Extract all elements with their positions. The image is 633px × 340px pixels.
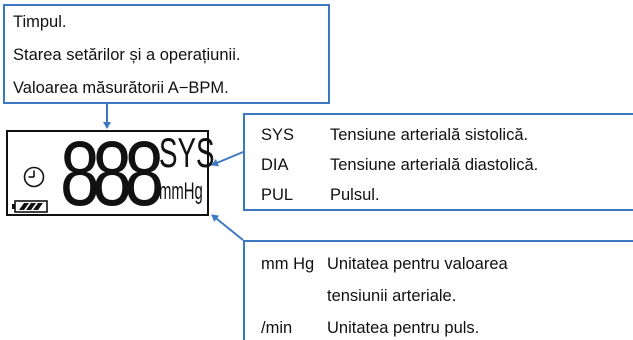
unit-description: Unitatea pentru puls. bbox=[327, 319, 480, 337]
sys-indicator: SYS bbox=[159, 129, 215, 176]
arrow-to-mmhg bbox=[211, 214, 244, 241]
callout-line-time: Timpul. bbox=[13, 13, 67, 31]
unit-description: tensiunii arteriale. bbox=[327, 287, 457, 305]
code-description: Pulsul. bbox=[330, 186, 380, 204]
callout-line-value: Valoarea măsurătorii A−BPM. bbox=[13, 79, 229, 97]
unit-label: mm Hg bbox=[261, 255, 315, 273]
reading-digits: 888 bbox=[60, 123, 164, 225]
arrow-to-sys bbox=[211, 151, 244, 167]
lcd-display: 888 SYS mmHg bbox=[6, 128, 214, 220]
unit-label: /min bbox=[261, 319, 293, 337]
callout-line-status: Starea setărilor și a operațiunii. bbox=[13, 46, 241, 64]
units-callout: mm Hg Unitatea pentru valoarea tensiunii… bbox=[243, 240, 633, 340]
time-status-callout: Timpul. Starea setărilor și a operațiuni… bbox=[3, 4, 330, 104]
code-label: DIA bbox=[261, 156, 289, 174]
code-description: Tensiune arterială sistolică. bbox=[330, 126, 529, 144]
battery-icon bbox=[12, 200, 48, 213]
unit-description: Unitatea pentru valoarea bbox=[327, 255, 508, 273]
code-label: SYS bbox=[261, 126, 295, 144]
pressure-codes-callout: SYS Tensiune arterială sistolică. DIA Te… bbox=[243, 113, 633, 211]
clock-icon bbox=[23, 166, 45, 188]
code-description: Tensiune arterială diastolică. bbox=[330, 156, 539, 174]
code-label: PUL bbox=[261, 186, 294, 204]
unit-indicator: mmHg bbox=[159, 178, 203, 205]
